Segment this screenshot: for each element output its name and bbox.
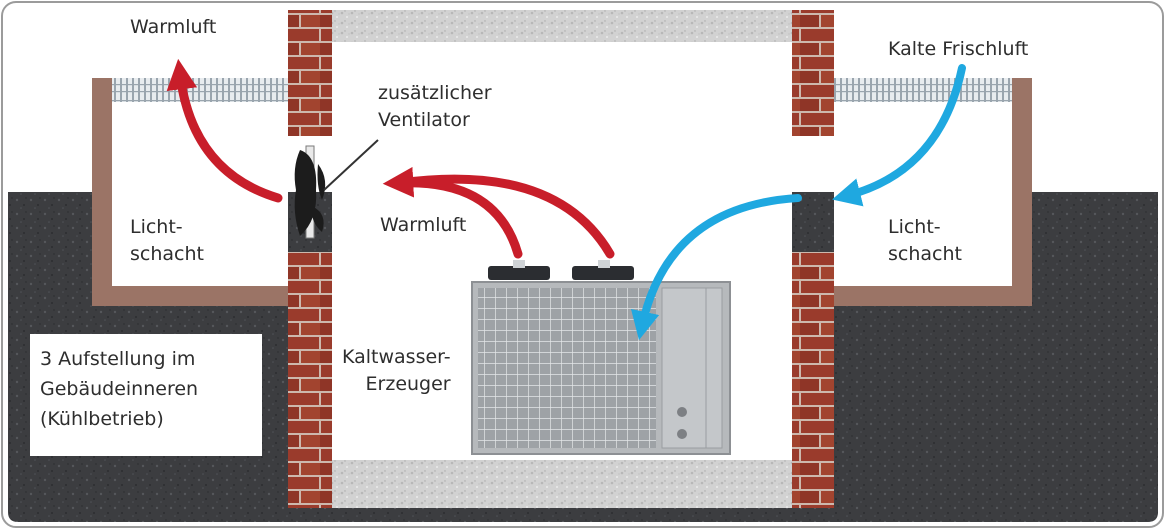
label-kalte-frischluft-text: Kalte Frischluft: [888, 38, 1029, 60]
label-lichtschacht-left: Licht- schacht: [130, 214, 204, 268]
brick-wall-left-upper: [288, 10, 332, 136]
lightshaft-right-wall: [834, 78, 1032, 306]
chiller-unit-icon: [471, 260, 731, 455]
label-kalte-frischluft: Kalte Frischluft: [888, 36, 1028, 63]
caption-text: 3 Aufstellung im Gebäudeinneren (Kühlbet…: [30, 334, 262, 434]
caption-line1: 3 Aufstellung im: [40, 348, 196, 370]
cold-air-arrow-intake: [832, 64, 966, 207]
grille-right: [834, 78, 1012, 102]
gravel-floor: [332, 460, 792, 508]
label-warmluft-mid-text: Warmluft: [380, 214, 467, 236]
brick-wall-left-lower: [288, 252, 332, 508]
label-erzeuger-line1: Kaltwasser-: [342, 346, 451, 368]
gravel-ceiling: [332, 10, 792, 42]
label-warmluft-mid: Warmluft: [380, 212, 466, 239]
brick-wall-right-lower: [792, 252, 834, 508]
warm-air-arrow-unit-right: [395, 174, 615, 259]
label-erzeuger-line2: Erzeuger: [365, 373, 451, 395]
label-ventilator-line1: zusätzlicher: [378, 82, 492, 104]
caption-box: 3 Aufstellung im Gebäudeinneren (Kühlbet…: [30, 334, 262, 456]
caption-line3: (Kühlbetrieb): [40, 408, 164, 430]
label-lichtschacht-right: Licht- schacht: [888, 214, 962, 268]
brick-wall-right-upper: [792, 10, 834, 136]
ventilator-leader-line: [323, 139, 379, 191]
label-kaltwasser-erzeuger: Kaltwasser- Erzeuger: [342, 344, 451, 398]
lightshaft-left-wall: [92, 78, 288, 306]
label-lichtschacht-right-line2: schacht: [888, 243, 962, 265]
cold-air-arrow-to-unit: [630, 194, 802, 341]
fan-icon: [294, 145, 326, 239]
label-ventilator: zusätzlicher Ventilator: [378, 80, 492, 134]
label-ventilator-line2: Ventilator: [378, 109, 470, 131]
label-warmluft-top-text: Warmluft: [130, 16, 217, 38]
label-lichtschacht-left-line2: schacht: [130, 243, 204, 265]
caption-line2: Gebäudeinneren: [40, 378, 199, 400]
label-lichtschacht-right-line1: Licht-: [888, 216, 941, 238]
label-warmluft-top: Warmluft: [130, 14, 216, 41]
label-lichtschacht-left-line1: Licht-: [130, 216, 183, 238]
grille-left: [112, 78, 288, 102]
warm-air-arrow-shaft: [166, 58, 283, 203]
